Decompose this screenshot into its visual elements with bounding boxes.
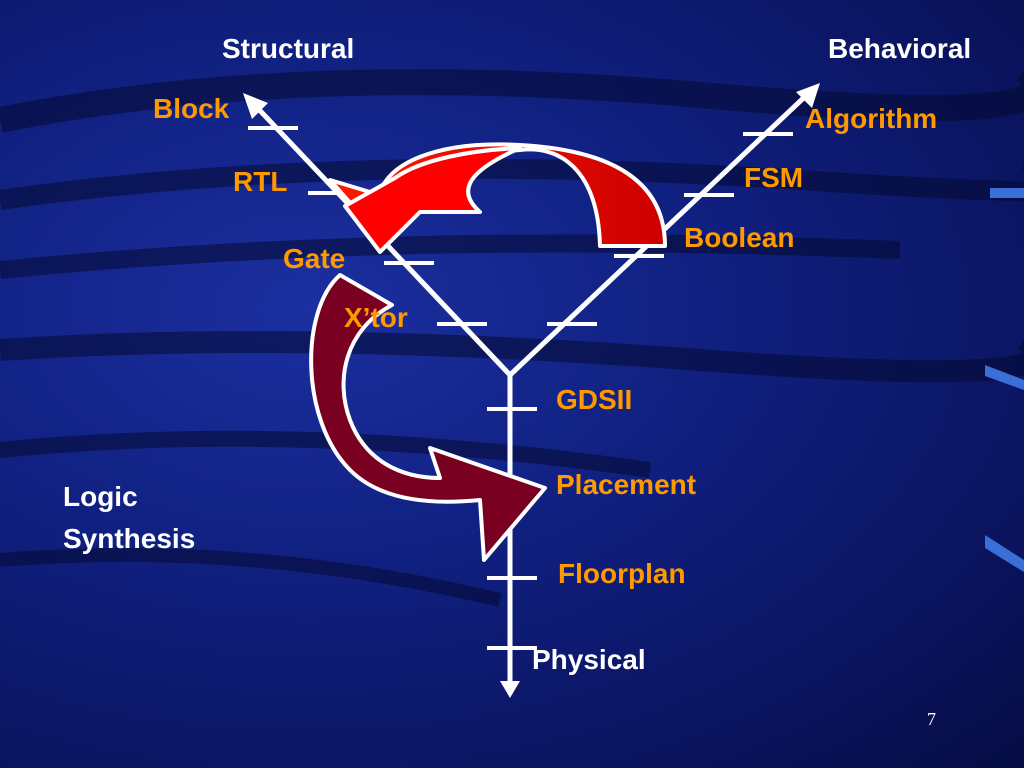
right-edge-accents	[985, 188, 1024, 572]
axis-label-structural: Structural	[222, 33, 354, 64]
accent-bar	[990, 188, 1024, 198]
level-label-xtor: X’tor	[344, 302, 408, 333]
level-label-rtl: RTL	[233, 166, 287, 197]
level-label-placement: Placement	[556, 469, 696, 500]
background-streaks	[0, 69, 1024, 607]
accent-bar	[985, 365, 1024, 390]
structural-arrowhead	[243, 93, 268, 119]
logic-synthesis-curved-arrow-dark	[309, 273, 547, 562]
level-label-block: Block	[153, 93, 230, 124]
axis-label-physical: Physical	[532, 644, 646, 675]
synthesis-arrow-head-red	[343, 146, 522, 254]
page-number: 7	[927, 709, 936, 729]
behavioral-arrowhead	[796, 83, 820, 108]
physical-arrowhead	[500, 681, 520, 698]
level-label-floorplan: Floorplan	[558, 558, 686, 589]
level-label-algorithm: Algorithm	[805, 103, 937, 134]
axis-label-behavioral: Behavioral	[828, 33, 971, 64]
level-label-gate: Gate	[283, 243, 345, 274]
annotation-synthesis: Synthesis	[63, 523, 195, 554]
level-label-fsm: FSM	[744, 162, 803, 193]
annotation-logic: Logic	[63, 481, 138, 512]
level-label-gdsii: GDSII	[556, 384, 632, 415]
level-label-boolean: Boolean	[684, 222, 794, 253]
accent-bar	[985, 535, 1024, 572]
